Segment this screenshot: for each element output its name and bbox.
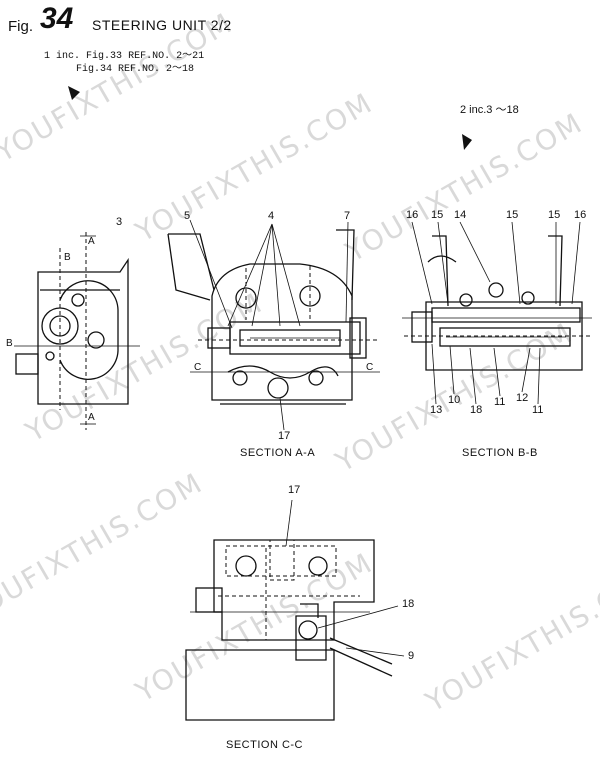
callout-4: 4 — [268, 210, 275, 222]
cut-mark-b: B — [64, 252, 71, 263]
arrow-marker-2 — [462, 134, 472, 150]
cut-mark-a: A — [88, 236, 95, 247]
figure-title: STEERING UNIT 2/2 — [92, 17, 232, 33]
callout-17-c: 17 — [288, 484, 301, 496]
callout-16-left: 16 — [406, 209, 419, 221]
cut-mark-c-left: C — [194, 362, 202, 373]
inclusion-prefix: 1 inc. — [44, 51, 81, 62]
callout-3: 3 — [116, 216, 123, 228]
inclusion-ref: REF.NO. 2～18 — [118, 64, 195, 75]
callout-11-left: 11 — [494, 396, 506, 408]
inclusion-fig: Fig.33 — [86, 51, 123, 62]
callout-7: 7 — [344, 210, 351, 222]
callout-10: 10 — [448, 394, 461, 406]
cut-mark-c-right: C — [366, 362, 374, 373]
callout-13: 13 — [430, 404, 443, 416]
inclusion-ref: REF.NO. 2～21 — [128, 51, 205, 62]
callout-18-c: 18 — [402, 598, 415, 610]
figure-prefix: Fig. — [8, 18, 34, 35]
section-b-view — [402, 221, 592, 405]
inclusion-line-2: Fig.34 REF.NO. 2～18 — [76, 59, 194, 75]
section-c-view — [185, 499, 405, 721]
figure-number: 34 — [40, 2, 74, 35]
callout-18: 18 — [470, 404, 483, 416]
callout-11-right: 11 — [532, 404, 544, 416]
callout-15-mid: 15 — [506, 209, 519, 221]
callout-17: 17 — [278, 430, 291, 442]
inclusion-line-1: 1 inc. Fig.33 REF.NO. 2～21 — [44, 46, 204, 62]
callout-15-right: 15 — [548, 209, 561, 221]
section-c-label: SECTION C-C — [226, 739, 303, 751]
arrow-marker-1 — [68, 86, 80, 100]
cut-mark-a-bottom: A — [88, 412, 95, 423]
subassembly-note: 2 inc.3 ～18 — [460, 104, 519, 116]
section-b-label: SECTION B-B — [462, 447, 538, 459]
callout-14: 14 — [454, 209, 467, 221]
section-a-label: SECTION A-A — [240, 447, 316, 459]
callout-16-right: 16 — [574, 209, 587, 221]
section-a-view — [167, 219, 380, 431]
callout-9: 9 — [408, 650, 415, 662]
callout-5: 5 — [184, 210, 191, 222]
callout-15-left: 15 — [431, 209, 444, 221]
inclusion-fig: Fig.34 — [76, 64, 113, 75]
callout-12: 12 — [516, 392, 529, 404]
cut-mark-b-side: B — [6, 338, 13, 349]
side-view — [14, 232, 140, 430]
